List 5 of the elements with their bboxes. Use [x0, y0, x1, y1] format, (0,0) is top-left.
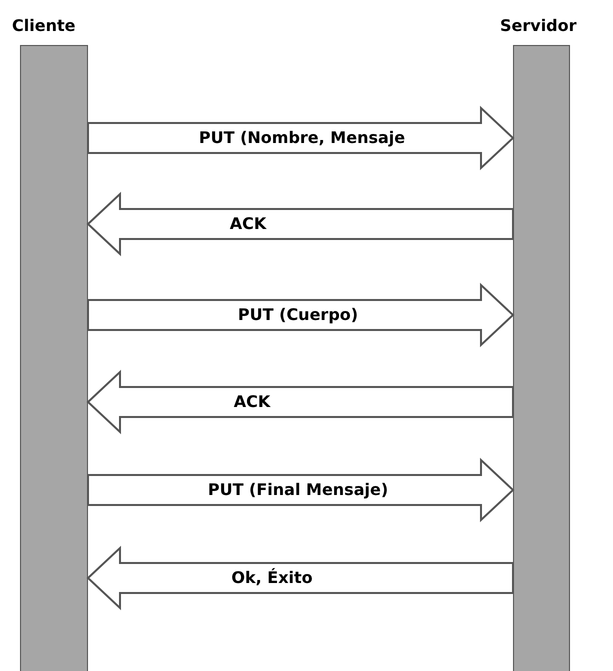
- participant-label: Servidor: [500, 15, 577, 37]
- participant-label: Cliente: [12, 15, 76, 37]
- block-arrow: [86, 370, 514, 434]
- block-arrow: [86, 546, 514, 610]
- block-arrow: [86, 192, 514, 256]
